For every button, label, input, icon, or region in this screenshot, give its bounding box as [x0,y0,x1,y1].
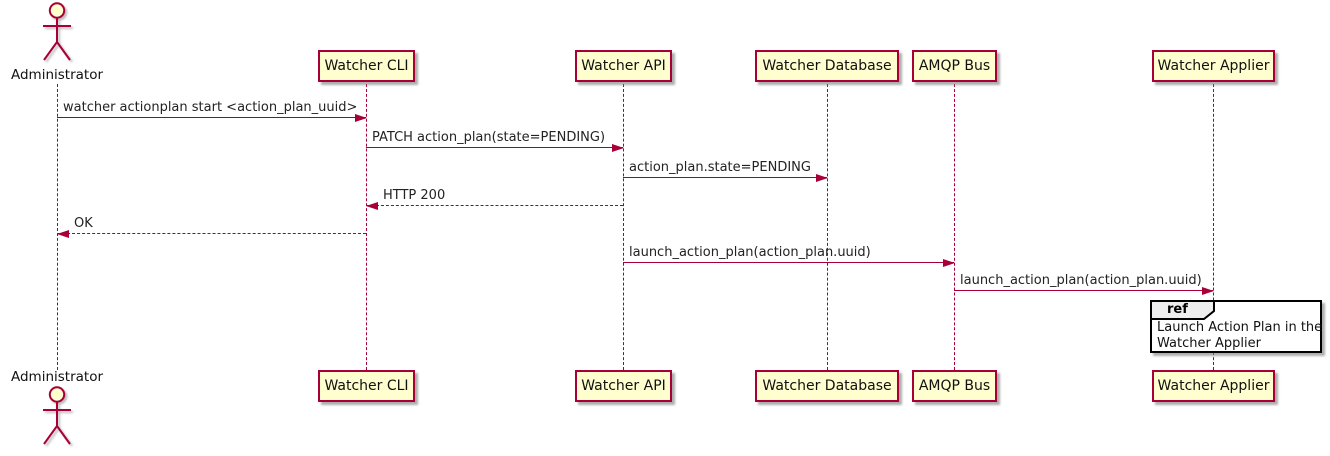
participant-watcher-applier-bottom: Watcher Applier [1152,370,1275,402]
actor-label-bottom: Administrator [10,369,104,385]
lifeline-watcher-api [623,84,624,370]
participant-amqp-bus-bottom: AMQP Bus [912,370,997,402]
message-ok: OK [57,216,366,239]
message-line [57,117,366,118]
message-label: OK [74,216,93,231]
message-state-pending: action_plan.state=PENDING [623,160,828,183]
participant-watcher-api-bottom: Watcher API [575,370,672,402]
lifeline-watcher-database [827,84,828,370]
message-launch-action-plan-amqp: launch_action_plan(action_plan.uuid) [623,245,955,268]
message-label: launch_action_plan(action_plan.uuid) [960,273,1202,288]
message-label: HTTP 200 [383,188,446,203]
participant-watcher-applier-top: Watcher Applier [1152,50,1275,82]
actor-label-top: Administrator [10,67,104,83]
ref-keyword: ref [1167,302,1188,317]
ref-tab-icon [1150,300,1215,320]
ref-text-line1: Launch Action Plan in the [1157,320,1323,335]
message-line [623,262,954,263]
arrowhead-right-icon [943,258,955,267]
message-http-200: HTTP 200 [366,188,623,211]
arrowhead-right-icon [1202,286,1214,295]
ref-text-line2: Watcher Applier [1157,336,1261,351]
message-line [954,290,1213,291]
lifeline-watcher-cli [366,84,367,370]
arrowhead-left-icon [366,201,378,210]
participant-watcher-database-bottom: Watcher Database [755,370,899,402]
arrowhead-left-icon [57,229,69,238]
message-label: PATCH action_plan(state=PENDING) [372,130,606,145]
participant-watcher-cli-bottom: Watcher CLI [318,370,415,402]
participant-amqp-bus-top: AMQP Bus [912,50,997,82]
arrowhead-right-icon [355,113,367,122]
message-line [623,177,827,178]
lifeline-administrator [57,84,58,370]
arrowhead-right-icon [612,143,624,152]
message-start-actionplan: watcher actionplan start <action_plan_uu… [57,100,367,123]
message-launch-action-plan-applier: launch_action_plan(action_plan.uuid) [954,273,1214,296]
participant-watcher-api-top: Watcher API [575,50,672,82]
ref-fragment: ref Launch Action Plan in the Watcher Ap… [1150,300,1322,353]
participant-watcher-database-top: Watcher Database [755,50,899,82]
message-line [366,205,623,206]
lifeline-watcher-applier [1213,84,1214,370]
actor-icon [43,386,71,445]
message-label: launch_action_plan(action_plan.uuid) [629,245,871,260]
arrowhead-right-icon [816,173,828,182]
message-line [57,233,366,234]
message-label: watcher actionplan start <action_plan_uu… [63,100,358,115]
message-patch-action-plan: PATCH action_plan(state=PENDING) [366,130,624,153]
participant-watcher-cli-top: Watcher CLI [318,50,415,82]
actor-icon [43,2,71,61]
message-line [366,147,623,148]
message-label: action_plan.state=PENDING [629,160,811,175]
lifeline-amqp-bus [954,84,955,370]
